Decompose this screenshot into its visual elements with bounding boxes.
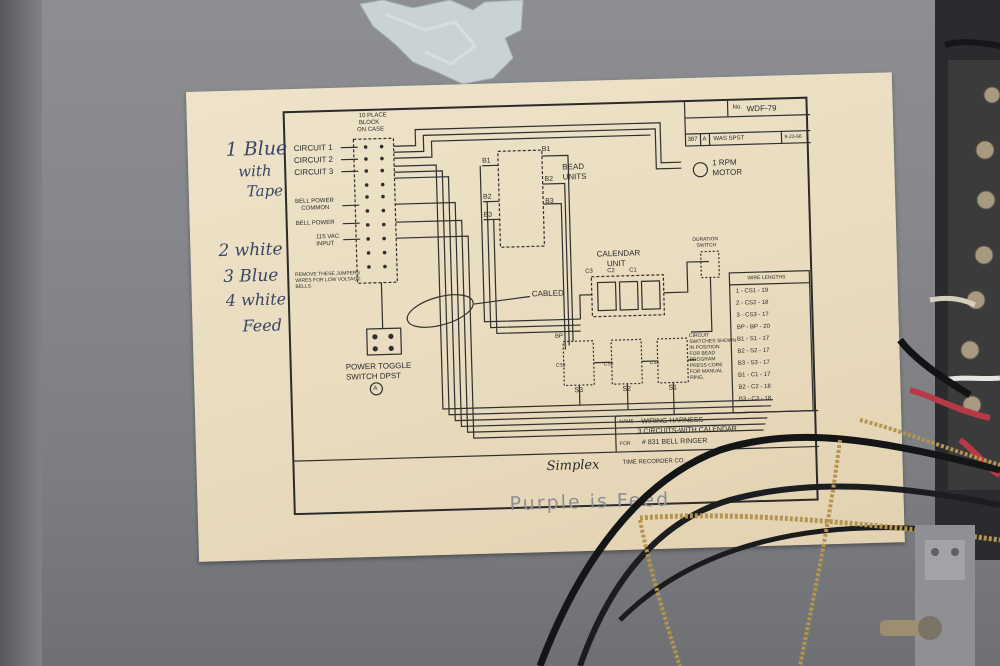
torn-tape-remnant <box>359 0 524 85</box>
name-label: NAME <box>619 418 634 426</box>
toggle-label-line-2: SWITCH DPST <box>345 371 402 382</box>
calendar-contact-c1: C1 <box>629 267 637 274</box>
bead-units-line-1: BEAD <box>562 161 585 172</box>
simplex-logo: Simplex <box>546 457 600 475</box>
block-label-line-1: 10 PLACE <box>358 112 387 120</box>
circuit-switch-code-cs1: CS1 <box>649 359 660 367</box>
wire-length-row: BP - BP - 20 <box>736 323 771 331</box>
toggle-marker: A <box>373 385 378 392</box>
wire-length-row: 1 - CS1 - 19 <box>735 287 769 295</box>
bp-label: BP <box>554 333 564 340</box>
revision-letter: A <box>702 136 707 143</box>
bell-power-label: BELL POWER <box>295 219 335 227</box>
handwritten-note-2: 2 white <box>218 239 283 262</box>
wire-length-row: B3 - S3 - 17 <box>737 359 770 367</box>
block-label-line-2: BLOCK <box>358 119 380 127</box>
handwritten-note-3: 3 Blue <box>222 265 279 288</box>
circuit-3-label: CIRCUIT 3 <box>294 166 334 178</box>
bead-units-line-2: UNITS <box>562 171 587 182</box>
panel-left-edge <box>0 0 42 666</box>
calendar-contact-c2: C2 <box>607 268 615 275</box>
handwritten-note-feed: Feed <box>242 315 283 336</box>
block-label-line-3: ON CASE <box>357 126 385 134</box>
wire-length-row: B1 - S1 - 17 <box>737 335 770 343</box>
bell-power-common-line-2: COMMON <box>301 205 330 212</box>
revision-date: 9-23-66 <box>784 133 802 141</box>
circuit-switch-code-cs2: CS2 <box>603 361 614 368</box>
bell-power-common-line-1: BELL POWER <box>295 197 334 205</box>
switch-label-s3: S3 <box>574 387 584 395</box>
diagram-border: No. WDF-79 387 A WAS SPST 9-23-66 10 PLA… <box>282 96 820 516</box>
bead-label-b1-right: B1 <box>541 145 551 154</box>
bead-label-b3-left: B3 <box>483 211 493 219</box>
revision-id: 387 <box>687 136 698 144</box>
wire-lengths-title: WIRE LENGTHS <box>747 274 786 282</box>
bead-label-b1-left: B1 <box>481 157 491 165</box>
switch-label-s2: S2 <box>622 385 632 393</box>
jumper-note-line-3: BELLS <box>295 283 312 291</box>
handwritten-note-tape: Tape <box>246 181 284 201</box>
motor-line-1: 1 RPM <box>712 157 737 168</box>
bead-label-b2-left: B2 <box>482 193 492 201</box>
number-label: No. <box>732 104 743 111</box>
vac-input-line-1: 115 VAC <box>316 233 340 241</box>
cabled-label: CABLED <box>531 288 564 299</box>
circuit-1-label: CIRCUIT 1 <box>293 142 333 154</box>
diagram-lines <box>294 100 820 462</box>
circuit-2-label: CIRCUIT 2 <box>293 154 334 166</box>
calendar-contact-c3: C3 <box>585 268 593 275</box>
handwritten-note-with: with <box>237 161 272 181</box>
wiring-diagram-sheet: No. WDF-79 387 A WAS SPST 9-23-66 10 PLA… <box>186 72 905 562</box>
switch-label-s1: S1 <box>668 384 678 392</box>
calendar-unit-line-2: UNIT <box>606 258 626 269</box>
wire-length-row: B2 - S2 - 17 <box>737 347 770 355</box>
wire-length-row: 3 - CS3 - 17 <box>736 311 769 319</box>
handwritten-note-4: 4 white <box>225 289 287 310</box>
circuit-switch-code-cs3: CS3 <box>555 362 566 369</box>
wire-length-row: B1 - C1 - 17 <box>738 371 771 379</box>
calendar-unit-line-1: CALENDAR <box>596 248 641 259</box>
duration-switch-line-2: SWITCH <box>696 242 717 249</box>
handwritten-note-1: 1 Blue <box>225 137 288 161</box>
bead-label-b2-right: B2 <box>544 175 554 184</box>
revision-note: WAS SPST <box>713 135 745 143</box>
motor-line-2: MOTOR <box>712 167 743 178</box>
wire-length-row: B3 - C3 - 18 <box>738 395 772 403</box>
wire-length-row: 2 - CS2 - 18 <box>736 299 769 307</box>
vac-input-line-2: INPUT <box>316 240 335 248</box>
drawing-number: WDF-79 <box>746 103 777 114</box>
switch-note-line-8: RING. <box>690 374 705 382</box>
bead-label-b3-right: B3 <box>545 197 554 206</box>
for-label: FOR <box>619 440 631 448</box>
pencil-note-purple-is-feed: Purple is Feed <box>509 488 671 516</box>
wire-length-row: B2 - C2 - 18 <box>738 383 771 391</box>
